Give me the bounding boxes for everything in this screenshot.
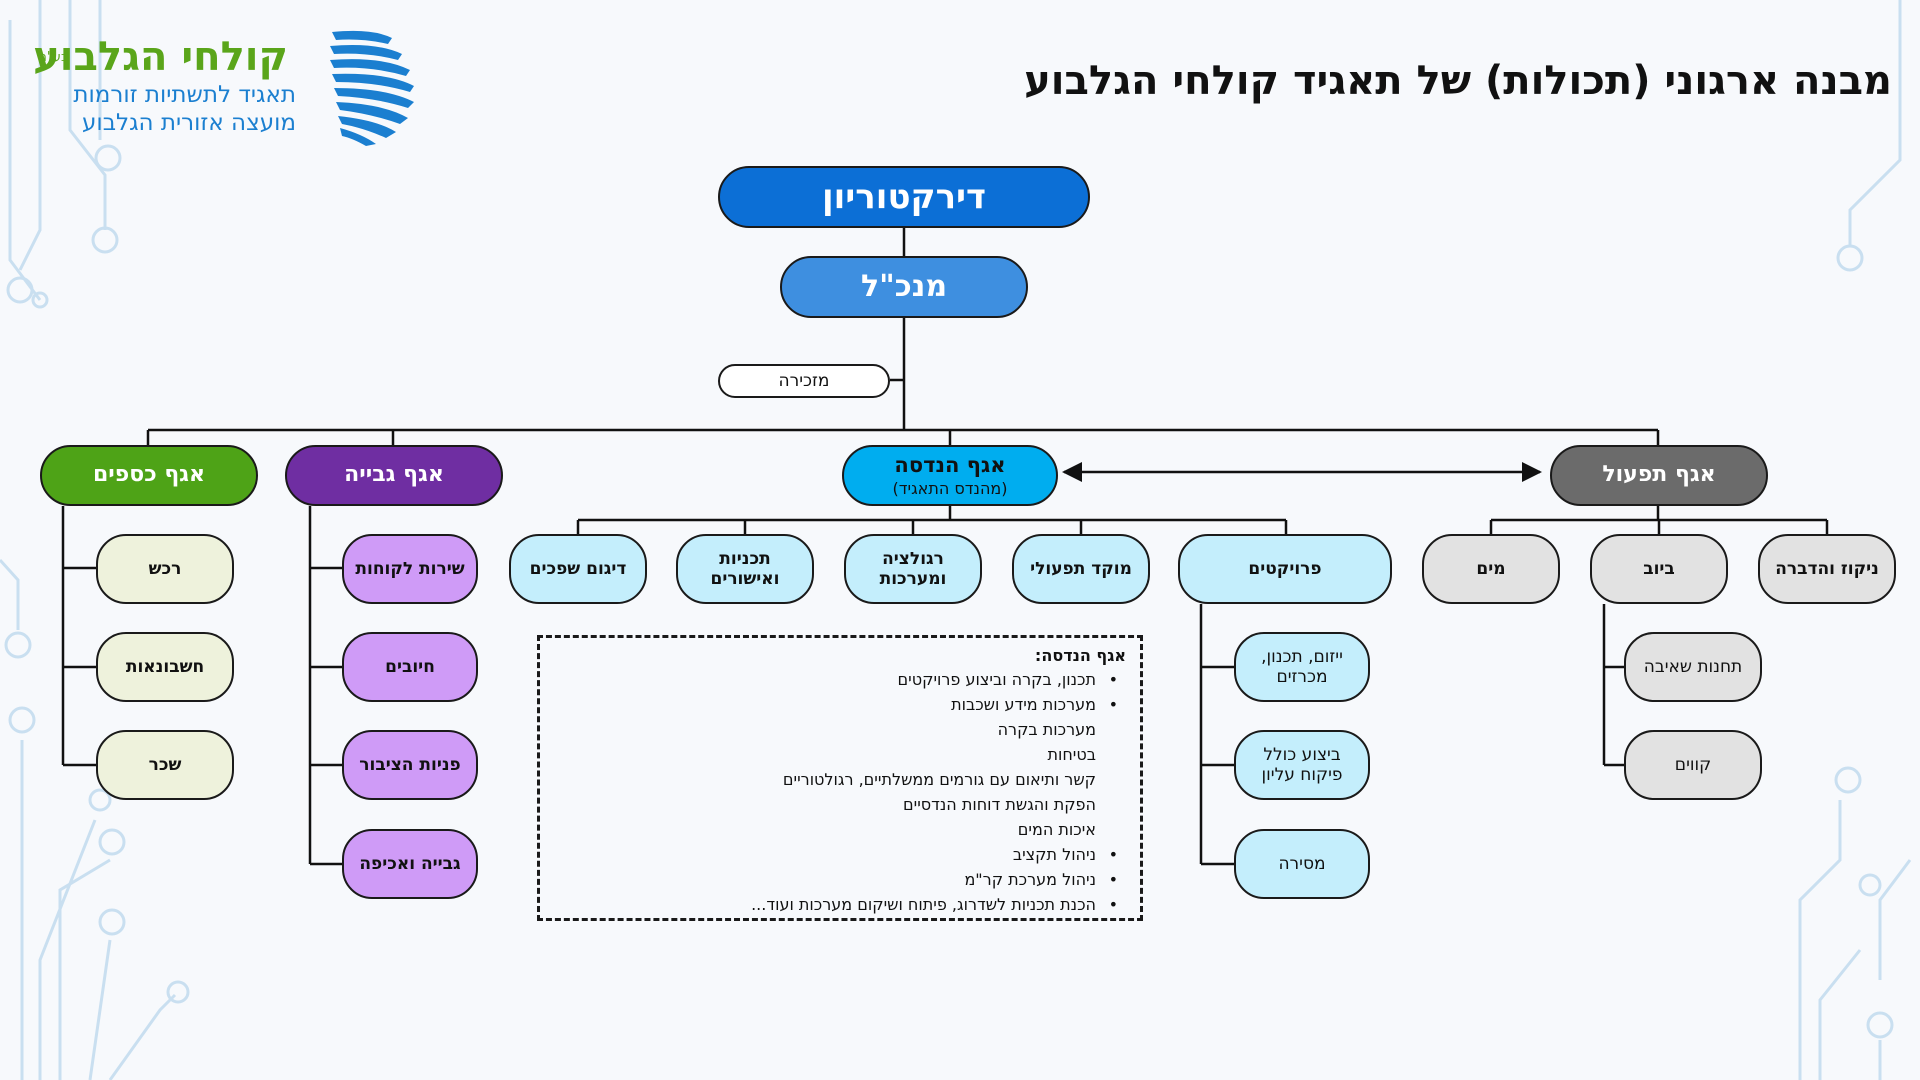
finance-item: רכש xyxy=(96,534,234,604)
finance-item: חשבונאות xyxy=(96,632,234,702)
operations-sub-item: קווים xyxy=(1624,730,1762,800)
secretary-label: מזכירה xyxy=(778,370,830,391)
page-title: מבנה ארגוני (תכולות) של תאגיד קולחי הגלב… xyxy=(1024,58,1892,104)
projects-sub-item: ייזום, תכנון, מכרזים xyxy=(1234,632,1370,702)
logo-name: קולחי הגלבוע xyxy=(33,34,288,80)
collection-item: חיובים xyxy=(342,632,478,702)
notes-heading: אגף הנדסה: xyxy=(1034,646,1126,665)
notes-item: איכות המים xyxy=(1017,820,1096,839)
engineering-item: פרויקטים xyxy=(1178,534,1392,604)
notes-item: ניהול מערכת קר"מ xyxy=(554,867,1126,892)
engineering-item: מוקד תפעולי xyxy=(1012,534,1150,604)
operations-item: מים xyxy=(1422,534,1560,604)
engineering-item: תכניות ואישורים xyxy=(676,534,814,604)
collection-item: פניות הציבור xyxy=(342,730,478,800)
engineering-subtitle: (מהנדס התאגיד) xyxy=(892,478,1008,498)
logo-line2: מועצה אזורית הגלבוע xyxy=(82,110,296,136)
notes-list: תכנון, בקרה וביצוע פרויקטים מערכות מידע … xyxy=(554,667,1126,917)
finance-item: שכר xyxy=(96,730,234,800)
projects-sub-item: ביצוע כולל פיקוח עליון xyxy=(1234,730,1370,800)
projects-sub-item: מסירה xyxy=(1234,829,1370,899)
notes-item: מערכות מידע ושכבות xyxy=(554,692,1126,717)
notes-item: קשר ותיאום עם גורמים ממשלתיים, רגולטוריי… xyxy=(782,770,1096,789)
operations-item: ביוב xyxy=(1590,534,1728,604)
finance-title: אגף כספים xyxy=(92,462,206,488)
collection-department: אגף גבייה xyxy=(285,445,503,506)
ceo-node: מנכ"ל xyxy=(780,256,1028,318)
logo: קולחי הגלבוע בע"מ תאגיד לתשתיות זורמות מ… xyxy=(33,28,414,148)
logo-suffix: בע"מ xyxy=(38,50,69,65)
engineering-department: אגף הנדסה (מהנדס התאגיד) xyxy=(842,445,1058,506)
finance-department: אגף כספים xyxy=(40,445,258,506)
notes-item: הפקת והגשת דוחות הנדסיים xyxy=(903,795,1096,814)
operations-sub-item: תחנות שאיבה xyxy=(1624,632,1762,702)
engineering-notes-box: אגף הנדסה: תכנון, בקרה וביצוע פרויקטים מ… xyxy=(537,635,1143,921)
operations-item: ניקוז והדברה xyxy=(1758,534,1896,604)
notes-item: הכנת תכניות לשדרוג, פיתוח ושיקום מערכות … xyxy=(554,892,1126,917)
secretary-node: מזכירה xyxy=(718,364,890,398)
notes-item: בטיחות xyxy=(1047,745,1096,764)
logo-wave-icon xyxy=(330,30,414,146)
ceo-label: מנכ"ל xyxy=(860,269,948,304)
operations-department: אגף תפעול xyxy=(1550,445,1768,506)
board-node: דירקטוריון xyxy=(718,166,1090,228)
board-label: דירקטוריון xyxy=(821,176,987,217)
engineering-title: אגף הנדסה xyxy=(894,453,1006,478)
collection-item: שירות לקוחות xyxy=(342,534,478,604)
notes-item: ניהול תקציב xyxy=(554,842,1126,867)
operations-title: אגף תפעול xyxy=(1602,462,1716,488)
notes-item: מערכות בקרה xyxy=(997,720,1096,739)
notes-item: תכנון, בקרה וביצוע פרויקטים xyxy=(554,667,1126,692)
collection-title: אגף גבייה xyxy=(344,462,444,488)
engineering-item: רגולציה ומערכות xyxy=(844,534,982,604)
collection-item: גבייה ואכיפה xyxy=(342,829,478,899)
logo-line1: תאגיד לתשתיות זורמות xyxy=(73,82,296,108)
engineering-item: דיגום שפכים xyxy=(509,534,647,604)
